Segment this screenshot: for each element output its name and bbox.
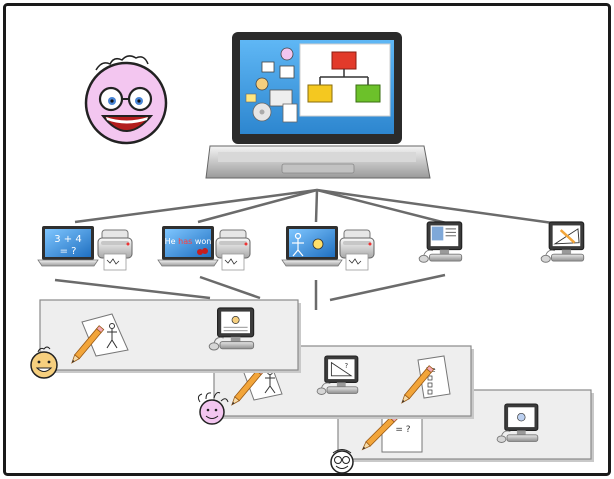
story-sentence: He has won xyxy=(165,237,212,246)
form-worksheet-icon: He xyxy=(399,355,451,406)
math-laptop-printer-station: 3 + 4 = ? xyxy=(37,225,133,271)
resource-collage-icon xyxy=(245,47,298,123)
story-laptop-printer-station: He has won xyxy=(157,225,251,271)
desktop-computer-icon xyxy=(496,403,539,444)
math-question-line1: 3 + 4 xyxy=(54,234,81,245)
central-laptop-icon xyxy=(205,32,431,179)
girl-face-icon xyxy=(197,392,229,425)
child-workspace-panel-1 xyxy=(39,299,301,373)
question-mark: ? xyxy=(345,362,349,370)
drawing-desktop-icon xyxy=(540,221,585,263)
glasses-face-icon xyxy=(330,449,354,474)
math-question-line2: = ? xyxy=(60,246,77,257)
child-face-icon xyxy=(30,346,58,379)
flowchart-icon xyxy=(299,43,391,117)
connector-lines xyxy=(54,188,561,310)
desktop-computer-icon: ? xyxy=(316,355,359,396)
document-desktop-icon xyxy=(418,221,463,263)
teacher-face-icon xyxy=(84,55,168,145)
worksheet-math-line2: = ? xyxy=(395,425,410,435)
activity-laptop-printer-station xyxy=(281,225,375,271)
desktop-computer-icon xyxy=(208,307,255,351)
drawing-worksheet-icon xyxy=(69,313,129,366)
